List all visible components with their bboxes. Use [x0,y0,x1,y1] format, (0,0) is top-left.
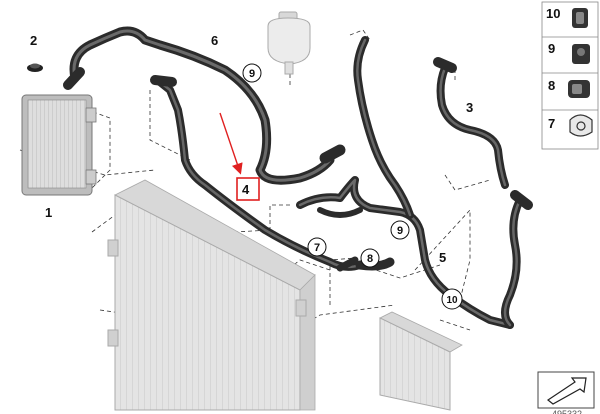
circle-label-9-top: 9 [249,68,255,80]
grommet [27,63,43,72]
clamp-8-icon [568,80,590,98]
legend-num-10: 10 [546,6,560,21]
part-4-highlight-box [236,177,260,201]
hose-3 [433,57,509,189]
circle-label-9-mid: 9 [397,225,403,237]
secondary-cooler [379,311,463,411]
view-arrow-icon [546,377,587,405]
expansion-tank [267,11,311,75]
legend-num-7: 7 [548,116,555,131]
part-label-1: 1 [45,205,52,220]
circled-labels: 9 7 8 9 10 [242,63,463,310]
main-radiator [107,179,316,411]
hose-5 [353,36,414,219]
circle-label-7: 7 [314,242,320,254]
highlight-part-4: 4 [219,112,260,201]
circle-label-10: 10 [446,295,458,306]
clamp-9-icon [572,44,590,64]
hose-right [501,190,533,329]
part-label-4: 4 [242,182,250,197]
legend-num-8: 8 [548,78,555,93]
drawing-number: 495332 [552,409,582,414]
hose-8 [336,256,395,272]
auxiliary-cooler [21,94,97,196]
part-label-2: 2 [30,33,37,48]
clamp-10-icon [572,8,588,28]
view-direction-box [537,371,595,409]
part-label-5: 5 [439,250,446,265]
circle-label-8: 8 [367,253,373,265]
hose-6 [63,26,346,185]
part-labels: 2 1 6 3 5 [30,33,473,265]
part-label-3: 3 [466,100,473,115]
legend-num-9: 9 [548,41,555,56]
clamp-7-icon [569,114,593,137]
clamp-legend: 10 9 8 7 [541,1,599,150]
part-label-6: 6 [211,33,218,48]
hose-4 [150,75,364,271]
